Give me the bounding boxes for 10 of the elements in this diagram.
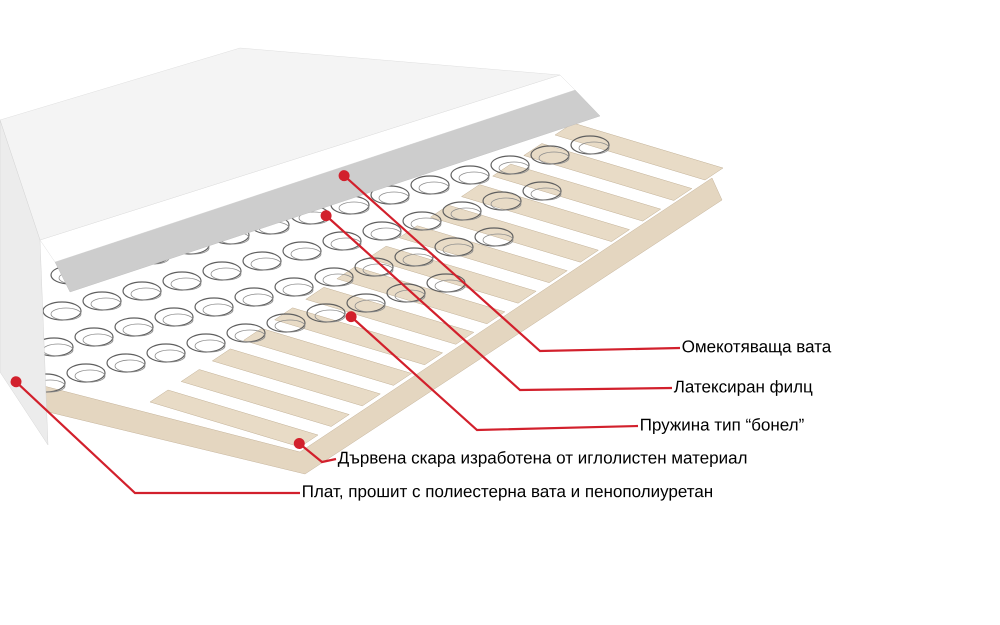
leader-line	[338, 170, 680, 352]
callout-label: Плат, прошит с полиестерна вата и пенополиуретан	[303, 485, 712, 501]
leader-line	[320, 210, 672, 392]
leader-line	[294, 438, 336, 464]
leader-line	[10, 376, 300, 494]
callout-label: Пружина тип “бонел”	[641, 418, 804, 434]
callout-label: Омекотяваща вата	[682, 340, 832, 356]
leader-line	[346, 311, 638, 432]
callout-label: Латексиран филц	[674, 380, 812, 396]
callout-label: Дървена скара изработена от иглолистен материал	[338, 451, 746, 467]
